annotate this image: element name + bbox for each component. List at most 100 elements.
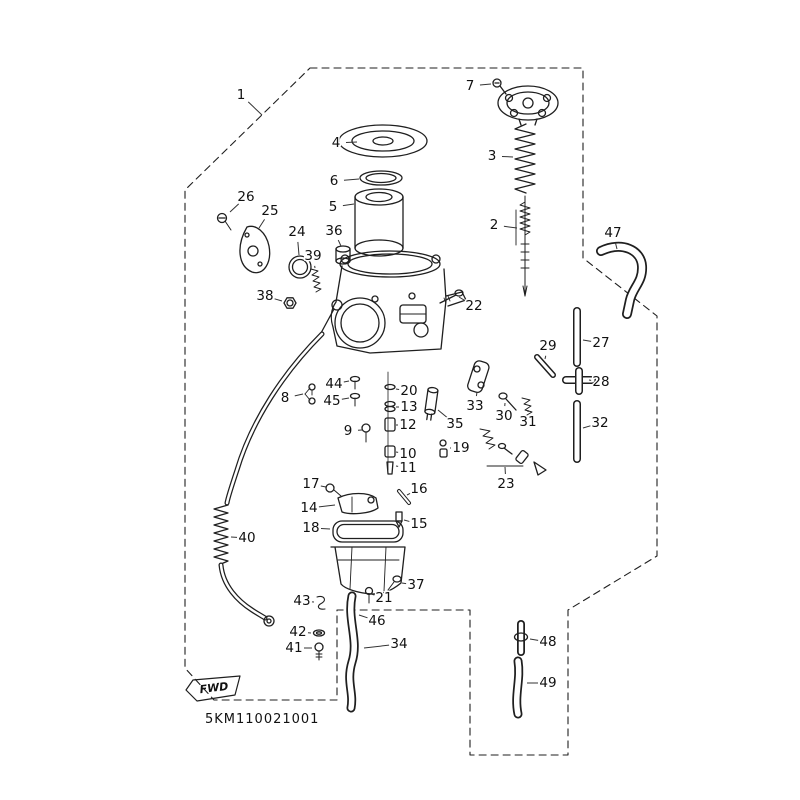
callout-leader-4 (345, 141, 358, 144)
callout-label-3: 3 (488, 148, 497, 164)
callout-leader-25 (258, 219, 265, 229)
callout-label-7: 7 (466, 78, 475, 94)
callout-label-42: 42 (289, 624, 306, 640)
gasket-25 (239, 225, 271, 274)
callout-label-47: 47 (604, 225, 621, 241)
callout-label-2: 2 (490, 217, 499, 233)
callout-label-9: 9 (344, 423, 353, 439)
spring-23 (479, 428, 496, 450)
jet-set-right (424, 386, 547, 476)
callout-leader-2 (503, 225, 518, 229)
callout-label-40: 40 (238, 530, 255, 546)
spring-39 (310, 268, 322, 293)
float-assembly (325, 483, 411, 604)
callout-leader-36 (337, 239, 342, 247)
callout-label-48: 48 (539, 634, 556, 650)
callout-leader-21 (370, 593, 375, 596)
callout-leader-8 (294, 393, 304, 397)
callout-leader-6 (343, 178, 360, 181)
left-parts (216, 212, 351, 309)
callout-label-12: 12 (399, 417, 416, 433)
callout-label-15: 15 (410, 516, 427, 532)
callout-leader-48 (529, 638, 539, 641)
float-14 (337, 492, 379, 515)
callout-label-35: 35 (446, 416, 463, 432)
callout-leader-47 (614, 242, 618, 250)
callout-label-18: 18 (302, 520, 319, 536)
callout-label-36: 36 (325, 223, 342, 239)
callout-label-30: 30 (495, 408, 512, 424)
callout-leader-14 (318, 504, 336, 508)
callout-leader-15 (403, 519, 410, 522)
callout-label-41: 41 (285, 640, 302, 656)
callout-label-1: 1 (237, 87, 246, 103)
callout-label-8: 8 (281, 390, 290, 406)
callout-leader-5 (342, 203, 355, 207)
callout-label-17: 17 (302, 476, 319, 492)
diagram-code: 5KM110021001 (205, 712, 319, 727)
callout-label-33: 33 (466, 398, 483, 414)
callout-leader-7 (479, 83, 492, 86)
clamp-43 (316, 596, 326, 610)
callout-label-39: 39 (304, 248, 321, 264)
callout-leader-37 (401, 582, 407, 585)
callout-leader-33 (475, 391, 478, 397)
spring-31 (521, 397, 533, 416)
callout-label-13: 13 (400, 399, 417, 415)
callout-label-46: 46 (368, 613, 385, 629)
callout-label-19: 19 (452, 440, 469, 456)
right-pipes (467, 241, 648, 463)
callout-leader-32 (582, 425, 591, 429)
callout-label-44: 44 (325, 376, 342, 392)
screw-22 (439, 289, 464, 304)
callout-label-14: 14 (300, 500, 317, 516)
throttle-cable (213, 331, 325, 627)
callout-label-6: 6 (330, 173, 339, 189)
callout-label-16: 16 (410, 481, 427, 497)
callout-label-21: 21 (375, 590, 392, 606)
callout-leader-38 (274, 298, 283, 302)
nut-38 (283, 297, 297, 309)
callout-label-34: 34 (390, 636, 407, 652)
carburetor-body (320, 250, 467, 354)
callout-label-49: 49 (539, 675, 556, 691)
callout-label-37: 37 (407, 577, 424, 593)
callout-leader-35 (437, 409, 448, 419)
callout-label-38: 38 (256, 288, 273, 304)
callout-label-27: 27 (592, 335, 609, 351)
bottom-parts (312, 591, 359, 713)
callout-label-25: 25 (261, 203, 278, 219)
callout-label-20: 20 (400, 383, 417, 399)
fuel-pipe (512, 620, 529, 719)
callout-label-22: 22 (465, 298, 482, 314)
spring-40 (213, 504, 229, 565)
callout-leader-16 (406, 493, 411, 496)
callout-layer: 1234567891011121314151617181920212223242… (229, 77, 623, 693)
slide-assembly (338, 124, 428, 257)
callout-label-45: 45 (323, 393, 340, 409)
callout-label-24: 24 (288, 224, 305, 240)
callout-leader-24 (297, 241, 300, 256)
callout-label-28: 28 (592, 374, 609, 390)
callout-label-4: 4 (332, 135, 341, 151)
spring-3 (514, 123, 536, 194)
callout-leader-1 (247, 101, 263, 116)
callout-label-11: 11 (399, 460, 416, 476)
dashed-boundary (184, 67, 658, 756)
callout-label-10: 10 (399, 446, 416, 462)
callout-label-5: 5 (329, 199, 338, 215)
fwd-marker: FWD (185, 675, 241, 702)
callout-label-31: 31 (519, 414, 536, 430)
callout-leader-44 (343, 380, 350, 383)
callout-leader-29 (544, 355, 547, 360)
callout-label-32: 32 (591, 415, 608, 431)
callout-label-26: 26 (237, 189, 254, 205)
fwd-label: FWD (199, 680, 229, 696)
callout-leader-26 (229, 203, 240, 213)
callout-label-23: 23 (497, 476, 514, 492)
diagram-artwork: FWD 5KM110021001 (184, 67, 658, 756)
callout-label-29: 29 (539, 338, 556, 354)
callout-leader-22 (458, 296, 466, 302)
